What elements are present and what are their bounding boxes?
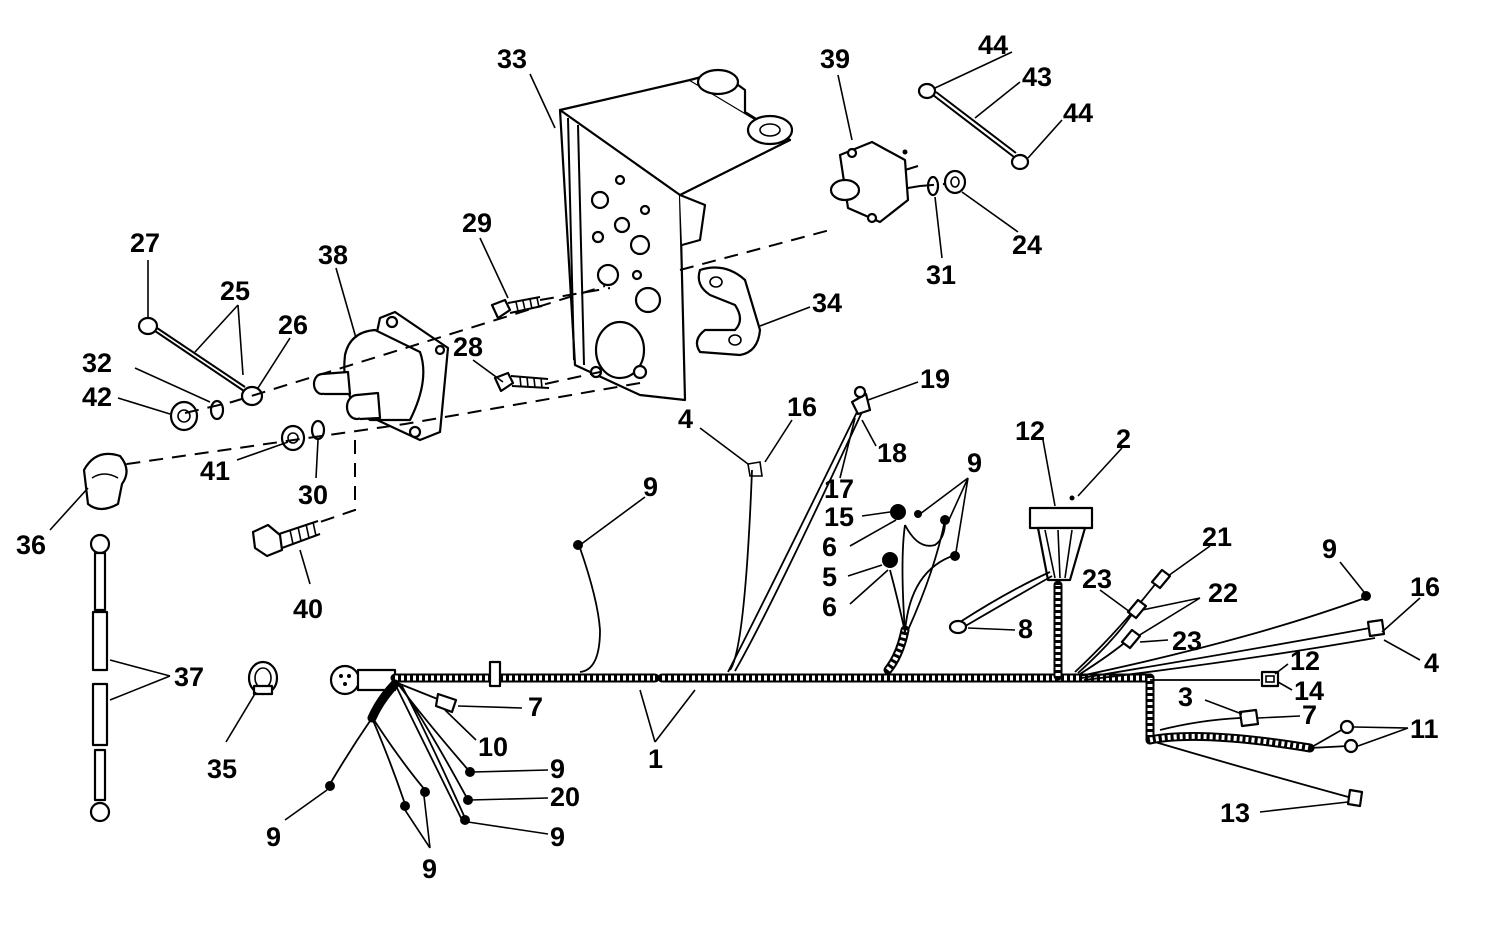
callout-3: 3 (1178, 682, 1193, 712)
mounting-bracket (558, 68, 794, 402)
callout-38: 38 (318, 240, 348, 270)
callout-12: 12 (1015, 416, 1045, 446)
nut (280, 424, 306, 452)
switch (829, 140, 921, 224)
hose-clamp (247, 660, 279, 696)
callout-4: 4 (678, 404, 693, 434)
callout-31: 31 (926, 260, 956, 290)
lock-washer (310, 419, 326, 441)
callout-17: 17 (824, 474, 854, 504)
callout-9: 9 (550, 822, 565, 852)
battery-cable (89, 533, 111, 823)
callout-36: 36 (16, 530, 46, 560)
nut (169, 400, 199, 432)
callout-6: 6 (822, 592, 837, 622)
callout-9: 9 (550, 754, 565, 784)
callout-33: 33 (497, 44, 527, 74)
harness-leads (325, 385, 1386, 825)
nut (943, 169, 967, 195)
callout-19: 19 (920, 364, 950, 394)
callout-42: 42 (82, 382, 112, 412)
callout-29: 29 (462, 208, 492, 238)
callout-2: 2 (1116, 424, 1131, 454)
callout-leaders (49, 51, 1421, 849)
terminal-boot (82, 452, 128, 511)
callout-34: 34 (812, 288, 842, 318)
callout-8: 8 (1018, 614, 1033, 644)
callout-44: 44 (1063, 98, 1093, 128)
callout-7: 7 (528, 692, 543, 722)
callout-10: 10 (478, 732, 508, 762)
callout-9: 9 (266, 822, 281, 852)
callout-15: 15 (824, 502, 854, 532)
callout-11: 11 (1410, 714, 1439, 744)
callout-24: 24 (1012, 230, 1042, 260)
callout-6: 6 (822, 532, 837, 562)
callout-labels: 33 39 44 43 44 24 31 29 34 38 27 25 26 3… (16, 30, 1440, 884)
callout-20: 20 (550, 782, 580, 812)
callout-18: 18 (877, 438, 907, 468)
callout-35: 35 (207, 754, 237, 784)
main-wiring-harness (329, 580, 1315, 753)
callout-9: 9 (1322, 534, 1337, 564)
callout-13: 13 (1220, 798, 1250, 828)
clamp (695, 266, 762, 357)
callout-43: 43 (1022, 62, 1052, 92)
callout-14: 14 (1294, 676, 1324, 706)
callout-39: 39 (820, 44, 850, 74)
callout-40: 40 (293, 594, 323, 624)
callout-9: 9 (643, 472, 658, 502)
callout-23: 23 (1172, 626, 1202, 656)
callout-1: 1 (648, 744, 663, 774)
screw (493, 371, 550, 393)
assembly-lines (119, 183, 946, 523)
jumper-wire (137, 316, 264, 407)
callout-30: 30 (298, 480, 328, 510)
callout-28: 28 (453, 332, 483, 362)
callout-41: 41 (200, 456, 230, 486)
callout-12: 12 (1290, 646, 1320, 676)
solenoid (312, 310, 450, 442)
callout-16: 16 (1410, 572, 1440, 602)
screw (490, 296, 543, 320)
callout-16: 16 (787, 392, 817, 422)
callout-9: 9 (967, 448, 982, 478)
lock-washer (209, 399, 225, 421)
callout-21: 21 (1202, 522, 1232, 552)
callout-23: 23 (1082, 564, 1112, 594)
callout-32: 32 (82, 348, 112, 378)
callout-26: 26 (278, 310, 308, 340)
callout-25: 25 (220, 276, 250, 306)
callout-27: 27 (130, 228, 160, 258)
callout-7: 7 (1302, 700, 1317, 730)
callout-22: 22 (1208, 578, 1238, 608)
callout-44: 44 (978, 30, 1008, 60)
callout-5: 5 (822, 562, 837, 592)
callout-37: 37 (174, 662, 204, 692)
ground-wire (917, 82, 1030, 171)
bolt (251, 520, 321, 558)
callout-4: 4 (1424, 648, 1439, 678)
callout-9: 9 (422, 854, 437, 884)
